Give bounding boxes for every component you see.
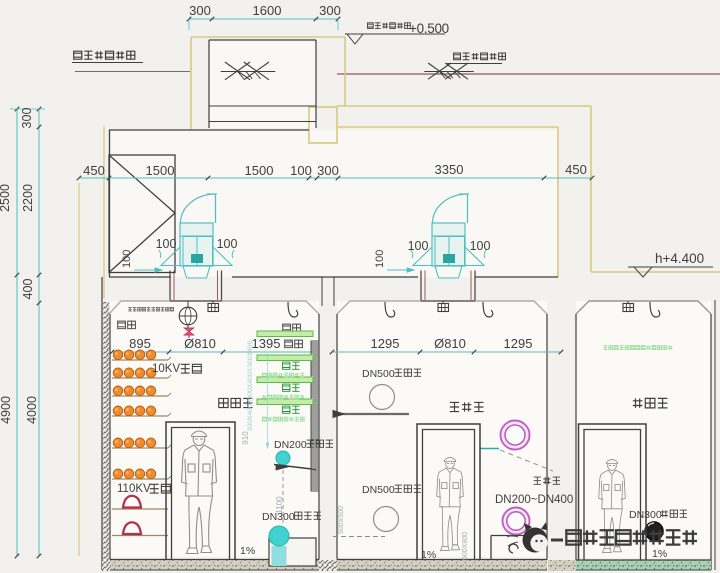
svg-text:450: 450 (565, 162, 587, 177)
svg-text:Ø810: Ø810 (434, 336, 466, 351)
svg-text:10KV: 10KV (152, 363, 180, 375)
svg-text:4900: 4900 (0, 396, 13, 424)
svg-text:100: 100 (374, 250, 386, 268)
svg-text:300: 300 (319, 3, 341, 18)
svg-text:1%: 1% (421, 549, 436, 561)
svg-text:DN200~DN400: DN200~DN400 (495, 494, 573, 506)
svg-text:2200: 2200 (21, 184, 35, 212)
svg-text:450: 450 (83, 163, 105, 178)
svg-text:DN500: DN500 (362, 368, 395, 380)
svg-text:300: 300 (20, 108, 34, 129)
svg-text:1500: 1500 (245, 163, 274, 178)
svg-text:h+4.400: h+4.400 (655, 251, 704, 266)
svg-text:1100: 1100 (275, 496, 284, 514)
svg-text:Ø810: Ø810 (184, 336, 216, 351)
svg-text:2500: 2500 (0, 184, 12, 212)
svg-text:910: 910 (241, 431, 250, 445)
svg-text:1500: 1500 (146, 163, 175, 178)
svg-text:300X400X300X400X300X400: 300X400X300X400X300X400 (247, 340, 254, 431)
svg-text:+0.500: +0.500 (409, 21, 449, 36)
svg-text:500X500: 500X500 (338, 506, 345, 534)
svg-text:300: 300 (189, 3, 211, 18)
svg-text:3350: 3350 (435, 162, 464, 177)
svg-text:1%: 1% (652, 548, 667, 560)
svg-text:DN200: DN200 (274, 439, 307, 451)
svg-text:100: 100 (470, 239, 491, 253)
svg-text:400: 400 (21, 279, 35, 300)
svg-text:1395: 1395 (252, 336, 281, 351)
svg-text:500X800: 500X800 (462, 532, 469, 560)
svg-text:110KV: 110KV (117, 483, 151, 495)
svg-text:100: 100 (290, 163, 312, 178)
svg-text:1295: 1295 (371, 336, 400, 351)
svg-text:895: 895 (129, 336, 151, 351)
svg-text:300: 300 (317, 163, 339, 178)
svg-text:100: 100 (217, 237, 238, 251)
svg-text:1600: 1600 (253, 3, 282, 18)
svg-text:100: 100 (156, 237, 177, 251)
svg-text:100: 100 (408, 239, 429, 253)
svg-text:4000: 4000 (25, 396, 39, 424)
svg-text:100: 100 (121, 250, 133, 268)
svg-text:1%: 1% (240, 545, 255, 557)
svg-text:1295: 1295 (504, 336, 533, 351)
svg-text:DN500: DN500 (362, 484, 395, 496)
svg-text:DN300: DN300 (262, 511, 295, 523)
